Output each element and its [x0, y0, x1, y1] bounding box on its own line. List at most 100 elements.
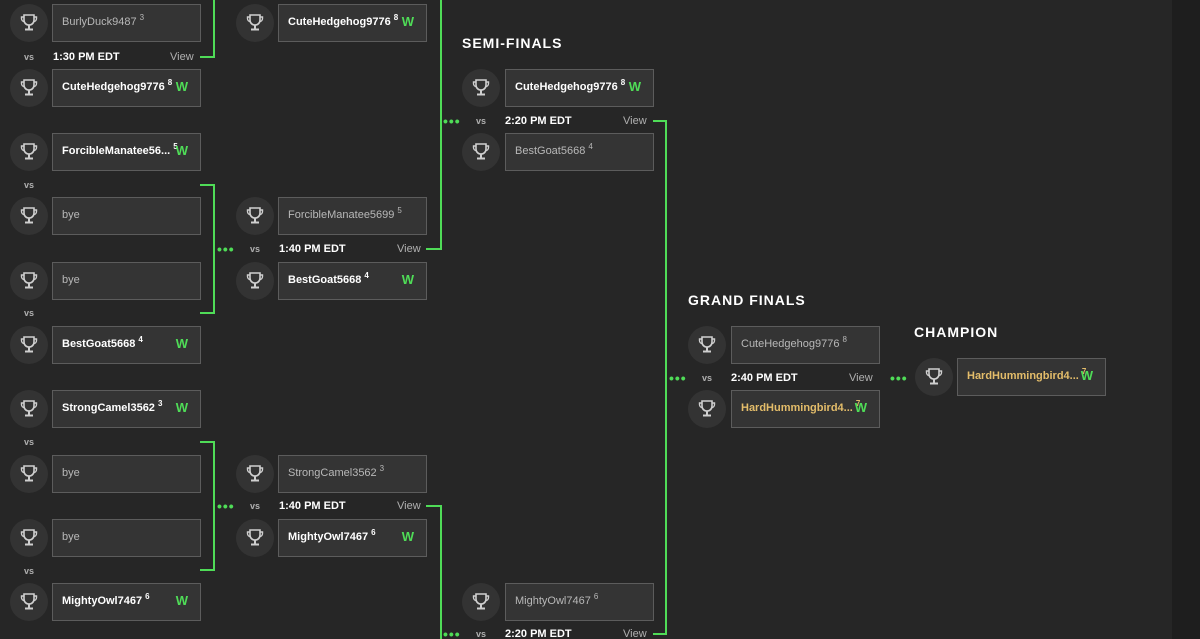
player-seed: 4	[588, 142, 593, 151]
more-dots-icon[interactable]: •••	[217, 241, 235, 257]
vs-label: vs	[24, 308, 35, 318]
player-name: bye	[62, 531, 80, 543]
player-name: MightyOwl7467	[288, 531, 369, 543]
player-seed: 8	[620, 78, 626, 87]
player-name: ForcibleManatee5699	[288, 209, 395, 221]
player-seed: 6	[593, 592, 599, 601]
vs-label: vs	[24, 52, 35, 62]
player-name: HardHummingbird4...	[741, 402, 853, 414]
player-name: CuteHedgehog9776	[741, 338, 840, 350]
win-badge: W	[175, 593, 188, 608]
player-name: bye	[62, 274, 80, 286]
round-label-champion: CHAMPION	[914, 324, 999, 340]
player-seed: 7	[1081, 367, 1087, 376]
more-dots-icon[interactable]: •••	[443, 113, 461, 129]
win-badge: W	[401, 272, 414, 287]
champion-slot[interactable]: HardHummingbird4...7 W	[957, 358, 1106, 396]
match-time: 2:20 PM EDT	[505, 628, 572, 639]
player-name: HardHummingbird4...	[967, 370, 1079, 382]
trophy-icon	[10, 4, 48, 42]
player-name: BestGoat5668	[62, 338, 136, 350]
more-dots-icon[interactable]: •••	[890, 370, 908, 386]
vs-label: vs	[702, 373, 713, 383]
player-name: bye	[62, 209, 80, 221]
player-name: CuteHedgehog9776	[288, 16, 391, 28]
win-badge: W	[175, 143, 188, 158]
trophy-icon	[462, 583, 500, 621]
trophy-icon	[10, 326, 48, 364]
match-time: 2:40 PM EDT	[731, 372, 798, 384]
trophy-icon	[236, 262, 274, 300]
player-name: ForcibleManatee56...	[62, 145, 171, 157]
round-label-grand-finals: GRAND FINALS	[688, 292, 806, 308]
view-match-link[interactable]: View	[397, 500, 421, 512]
player-slot-winner[interactable]: ForcibleManatee56...5 W	[52, 133, 201, 171]
player-slot-winner[interactable]: HardHummingbird4...7 W	[731, 390, 880, 428]
match-time: 1:30 PM EDT	[53, 51, 120, 63]
player-seed: 4	[364, 271, 369, 280]
view-match-link[interactable]: View	[623, 628, 647, 639]
trophy-icon	[10, 197, 48, 235]
trophy-icon	[10, 262, 48, 300]
vs-label: vs	[250, 244, 261, 254]
player-name: BestGoat5668	[515, 145, 586, 157]
trophy-icon	[236, 455, 274, 493]
vs-label: vs	[24, 566, 35, 576]
player-name: CuteHedgehog9776	[62, 81, 165, 93]
player-slot[interactable]: bye	[52, 519, 201, 557]
win-badge: W	[628, 79, 641, 94]
vs-label: vs	[250, 501, 261, 511]
player-slot[interactable]: bye	[52, 197, 201, 235]
player-seed: 5	[397, 206, 402, 215]
player-name: BestGoat5668	[288, 274, 362, 286]
player-seed: 7	[855, 399, 861, 408]
trophy-icon	[10, 455, 48, 493]
win-badge: W	[175, 79, 188, 94]
match-time: 1:40 PM EDT	[279, 500, 346, 512]
player-seed: 4	[138, 335, 143, 344]
round-label-semi-finals: SEMI-FINALS	[462, 35, 563, 51]
view-match-link[interactable]: View	[849, 372, 873, 384]
trophy-icon	[236, 197, 274, 235]
player-slot[interactable]: bye	[52, 455, 201, 493]
vs-label: vs	[24, 437, 35, 447]
player-seed: 6	[145, 592, 150, 601]
match-time: 1:40 PM EDT	[279, 243, 346, 255]
player-slot[interactable]: bye	[52, 262, 201, 300]
player-seed: 8	[842, 335, 847, 344]
trophy-icon	[462, 133, 500, 171]
trophy-icon	[688, 390, 726, 428]
player-name: BurlyDuck9487	[62, 16, 137, 28]
player-seed: 8	[167, 78, 173, 87]
view-match-link[interactable]: View	[170, 51, 194, 63]
trophy-icon	[10, 519, 48, 557]
trophy-icon	[462, 69, 500, 107]
player-seed: 8	[393, 13, 399, 22]
vs-label: vs	[24, 180, 35, 190]
view-match-link[interactable]: View	[397, 243, 421, 255]
more-dots-icon[interactable]: •••	[443, 626, 461, 639]
trophy-icon	[10, 583, 48, 621]
view-match-link[interactable]: View	[623, 115, 647, 127]
more-dots-icon[interactable]: •••	[217, 498, 235, 514]
trophy-icon	[10, 69, 48, 107]
trophy-icon	[10, 390, 48, 428]
player-name: StrongCamel3562	[288, 467, 377, 479]
player-name: CuteHedgehog9776	[515, 81, 618, 93]
player-seed: 3	[157, 399, 163, 408]
more-dots-icon[interactable]: •••	[669, 370, 687, 386]
